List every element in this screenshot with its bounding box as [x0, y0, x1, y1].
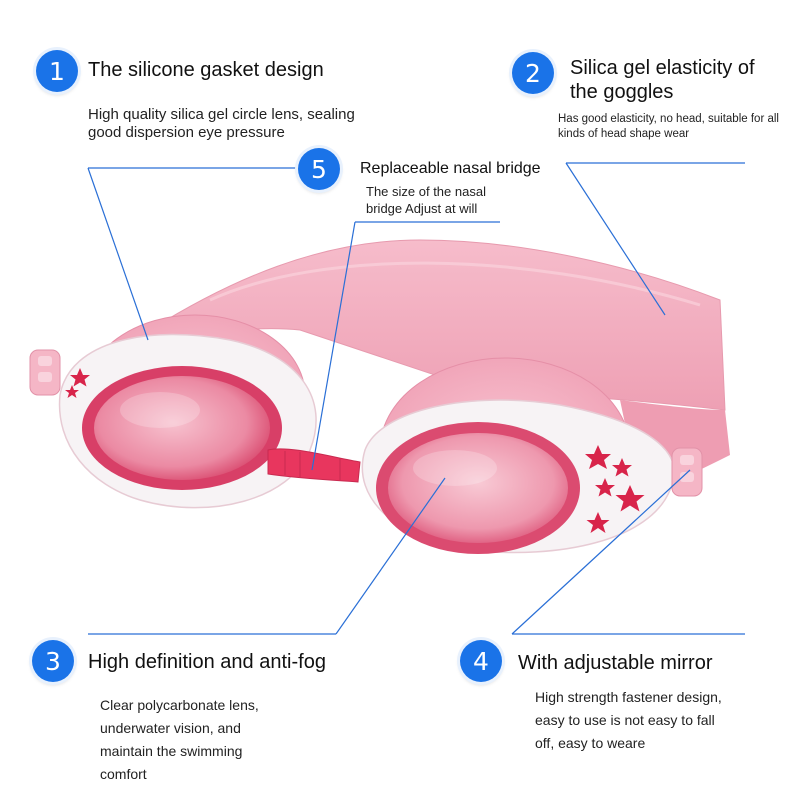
- feature-2-number-badge: 2: [512, 52, 554, 94]
- feature-1-number-badge: 1: [36, 50, 78, 92]
- feature-2-title: Silica gel elasticity of the goggles: [570, 57, 755, 103]
- feature-4-description: High strength fastener design, easy to u…: [535, 689, 722, 751]
- feature-3-description: Clear polycarbonate lens, underwater vis…: [100, 697, 259, 782]
- feature-3-number-badge: 3: [32, 640, 74, 682]
- feature-5-number-badge: 5: [298, 148, 340, 190]
- feature-4-number-badge: 4: [460, 640, 502, 682]
- feature-4-title: With adjustable mirror: [518, 652, 713, 674]
- feature-2-description: Has good elasticity, no head, suitable f…: [558, 113, 779, 140]
- feature-1-description: High quality silica gel circle lens, sea…: [88, 106, 355, 141]
- feature-5-title: Replaceable nasal bridge: [360, 160, 541, 177]
- star-icon: [65, 368, 90, 398]
- feature-1-title: The silicone gasket design: [88, 59, 324, 81]
- feature-5-description: The size of the nasal bridge Adjust at w…: [366, 184, 486, 216]
- feature-3-title: High definition and anti-fog: [88, 651, 326, 673]
